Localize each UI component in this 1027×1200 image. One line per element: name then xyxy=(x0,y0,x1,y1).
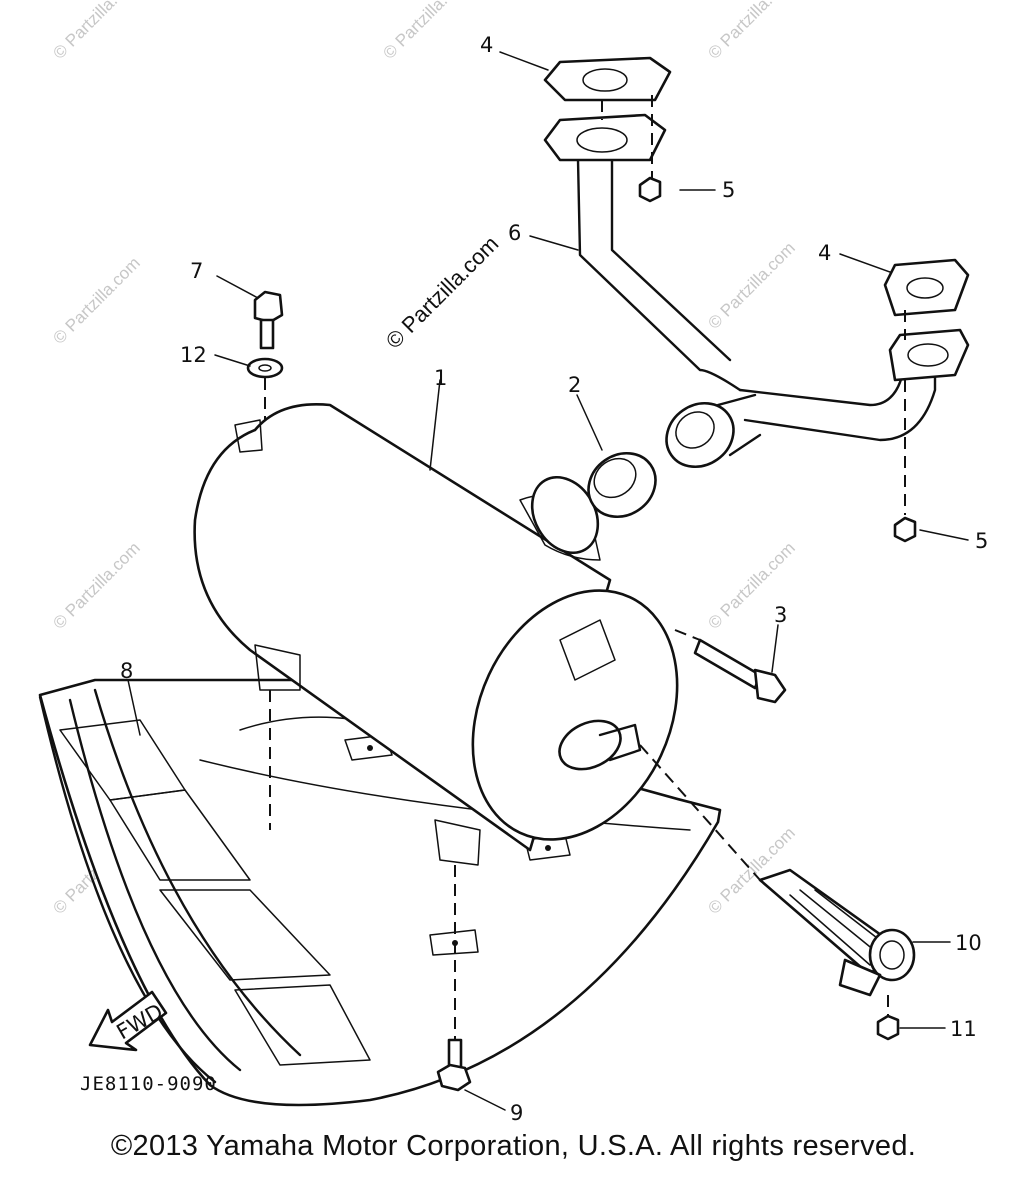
copyright-notice: ©2013 Yamaha Motor Corporation, U.S.A. A… xyxy=(110,1130,917,1162)
flange-gasket-part xyxy=(543,56,672,102)
muffler-part xyxy=(193,403,679,866)
tail-pipe-part xyxy=(758,868,916,997)
callout-5: 5 xyxy=(722,178,735,202)
forward-arrow-icon xyxy=(88,990,168,1052)
exhaust-pipe-part xyxy=(543,113,970,469)
watermark: © Partzilla.com xyxy=(49,253,143,347)
callout-6: 6 xyxy=(508,221,521,245)
callout-4: 4 xyxy=(818,241,831,265)
gasket-ring-part xyxy=(587,451,657,519)
callout-12: 12 xyxy=(180,343,207,367)
assembly-lines xyxy=(264,95,906,1040)
nut-part xyxy=(638,176,917,543)
bolt-part xyxy=(693,638,787,704)
callout-9: 9 xyxy=(510,1101,523,1125)
callout-4: 4 xyxy=(480,33,493,57)
callout-11: 11 xyxy=(950,1017,977,1041)
watermark-dark: © Partzilla.com xyxy=(381,231,504,354)
watermark: © Partzilla.com xyxy=(49,0,143,63)
watermark: © Partzilla.com xyxy=(49,538,143,632)
callout-1: 1 xyxy=(434,366,447,390)
watermark: © Partzilla.com xyxy=(379,0,473,63)
bolt-part xyxy=(253,290,284,350)
drawing-code: JE8110-9090 xyxy=(80,1073,217,1095)
watermark: © Partzilla.com xyxy=(704,238,798,332)
callout-5: 5 xyxy=(975,529,988,553)
callout-7: 7 xyxy=(190,259,203,283)
screw-part xyxy=(876,1014,900,1041)
watermark: © Partzilla.com xyxy=(704,0,798,63)
callout-8: 8 xyxy=(120,659,133,683)
flange-gasket-part xyxy=(883,258,970,317)
leader-lines xyxy=(127,51,969,1111)
washer-part xyxy=(246,357,284,379)
callout-3: 3 xyxy=(774,603,787,627)
callout-10: 10 xyxy=(955,931,982,955)
callout-labels: 1 2 3 4 4 5 5 6 7 8 9 10 11 12 xyxy=(120,33,988,1125)
forward-direction-indicator: FWD xyxy=(88,990,168,1052)
callout-2: 2 xyxy=(568,373,581,397)
